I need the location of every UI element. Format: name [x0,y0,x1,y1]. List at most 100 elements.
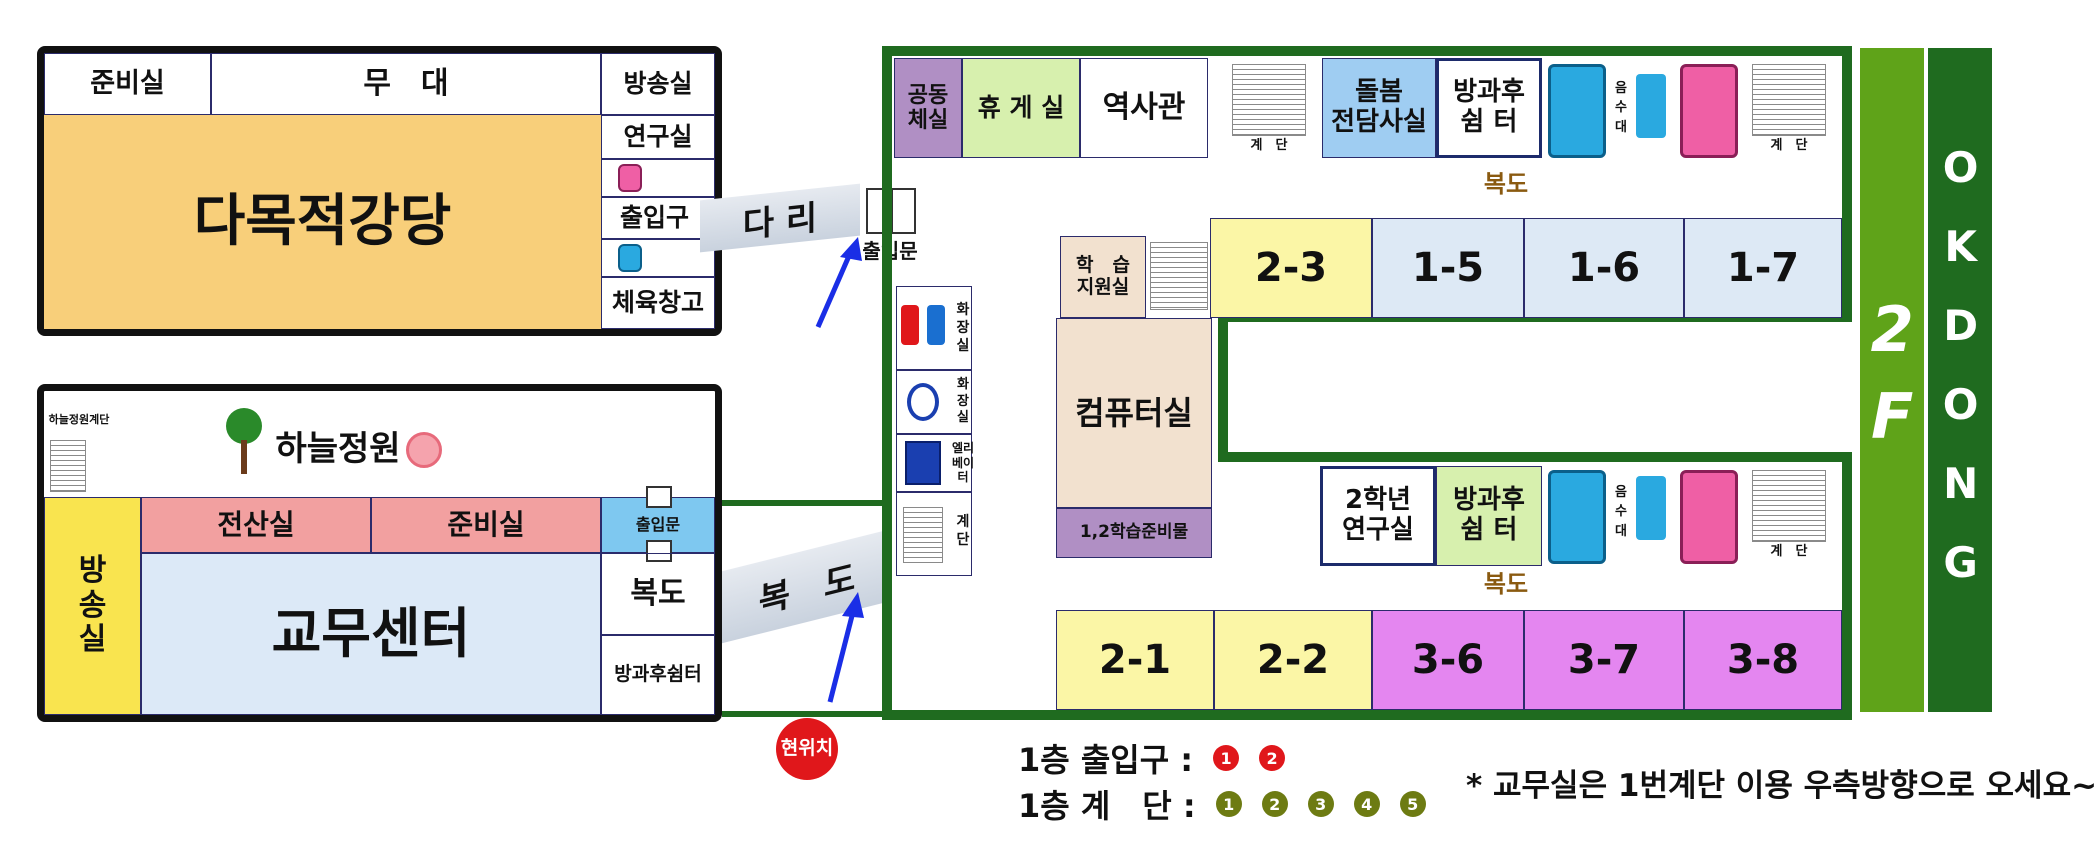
afterschool-lounge-top: 방과후 쉼 터 [1436,58,1542,158]
stairs-3-marker: 3 [1307,791,1334,817]
office-broadcast-room: 방 송 실 [44,497,141,715]
arrow-icon [827,592,864,703]
men-restroom-icon [1548,64,1606,158]
auditorium-stage: 무 대 [211,53,601,115]
frame-left [882,46,892,720]
office-direction-note: * 교무실은 1번계단 이용 우측방향으로 오세요~ [1466,768,2097,804]
floor-level-text: 2F [1855,293,1929,467]
sky-garden-stairs-label: 하늘정원계단 [48,412,110,426]
inner-courtyard-bottom [1218,452,1852,462]
legend-stairs: 1층 계 단 : 1 2 3 4 5 [1018,784,1446,825]
auditorium-hall: 다목적강당 [44,115,601,329]
office-hall: 복도 [601,553,715,635]
hallway-label-top: 복도 [1483,170,1529,199]
sky-garden-label: 하늘정원 [275,429,401,470]
connector-line-bottom [722,711,892,717]
elevator-panel [896,434,972,492]
classroom-1-7: 1-7 [1684,218,1842,318]
classroom-3-6: 3-6 [1372,610,1524,710]
door-icon [646,540,672,562]
stairs-label-3: 계 단 [956,513,970,548]
classroom-1-5: 1-5 [1372,218,1524,318]
legend-stairs-label: 1층 계 단 : [1018,787,1196,825]
legend-entrance-label: 1층 출입구 : [1018,741,1194,779]
restroom-panel [896,286,972,370]
floor-level-banner: 2F [1856,48,1929,712]
tree-icon [222,408,266,476]
stairs-2-marker: 2 [1261,791,1288,817]
stairs-5-marker: 5 [1399,791,1426,817]
stairs-icon [1150,242,1208,310]
teachers-center: 교무센터 [141,553,601,715]
door-icon [646,486,672,508]
hallway-label-bottom: 복도 [1483,570,1529,599]
arrow-icon [815,237,862,328]
common-gym: 공동 체실 [894,58,962,158]
computer-lab-office: 전산실 [141,497,371,553]
computer-room: 컴퓨터실 [1056,318,1212,508]
auditorium-broadcast-room: 방송실 [601,53,715,115]
auditorium-entrance: 출입구 [601,197,715,239]
entrance-1-marker: 1 [1213,745,1240,771]
current-location-marker: 현위치 [776,718,838,780]
classroom-2-3: 2-3 [1210,218,1372,318]
accessible-restroom-label: 화 장 실 [957,376,969,426]
frame-bottom [882,710,1852,720]
study-support-room: 학 습 지원실 [1060,236,1146,318]
water-fountain-label-2: 음 수 대 [1615,484,1627,539]
entrance-2-marker: 2 [1259,745,1286,771]
wheelchair-icon [907,383,939,421]
lounge: 휴 게 실 [962,58,1080,158]
stairs-icon [1752,64,1826,136]
classroom-2-1: 2-1 [1056,610,1214,710]
water-fountain-icon [1636,476,1666,540]
building-name-text: OKDONG [1936,143,1986,617]
water-fountain-label: 음 수 대 [1615,80,1627,135]
flower-icon [406,432,442,468]
grade2-research-room: 2학년 연구실 [1320,466,1436,566]
stairs-icon [50,440,86,492]
auditorium-storage: 체육창고 [601,277,715,329]
stairs-label: 계 단 [1250,137,1288,153]
office-afterschool-lounge: 방과후쉼터 [601,635,715,715]
history-hall: 역사관 [1080,58,1208,158]
learning-materials-room: 1,2학습준비물 [1056,508,1212,558]
women-restroom-icon [601,159,715,197]
men-restroom-icon [601,239,715,277]
women-restroom-icon [1680,64,1738,158]
restroom-label: 화 장 실 [956,301,970,355]
classroom-3-7: 3-7 [1524,610,1684,710]
classroom-2-2: 2-2 [1214,610,1372,710]
classroom-3-8: 3-8 [1684,610,1842,710]
stairs-1-marker: 1 [1215,791,1242,817]
inner-courtyard-left [1218,312,1228,462]
bridge-label: 다 리 [742,197,818,246]
stairs-icon [1232,64,1306,136]
frame-top [882,46,1852,56]
office-door-label: 출입문 [635,514,681,534]
stairs-icon [1752,470,1826,542]
stairs-label-2: 계 단 [1770,137,1808,153]
men-restroom-icon [927,305,945,345]
stairs-panel [896,492,972,576]
women-restroom-icon [1680,470,1738,564]
frame-right-upper [1842,46,1852,320]
connector-line-top [722,500,892,506]
classroom-1-6: 1-6 [1524,218,1684,318]
women-restroom-icon [901,305,919,345]
accessible-restroom-panel [896,370,972,434]
auditorium-research-room: 연구실 [601,115,715,159]
legend-entrances: 1층 출입구 : 1 2 [1018,738,1305,779]
auditorium-prep-room: 준비실 [44,53,211,115]
men-restroom-icon [1548,470,1606,564]
stairs-label-4: 계 단 [1770,543,1808,559]
water-fountain-icon [1636,74,1666,138]
care-room: 돌봄 전담사실 [1322,58,1436,158]
afterschool-lounge-bottom: 방과후 쉼 터 [1436,466,1542,566]
elevator-label: 엘리 베이 터 [951,441,975,485]
stairs-4-marker: 4 [1353,791,1380,817]
elevator-icon [905,441,941,485]
stairs-icon [903,507,943,563]
office-prep-room: 준비실 [371,497,601,553]
building-name-banner: OKDONG [1928,48,1992,712]
